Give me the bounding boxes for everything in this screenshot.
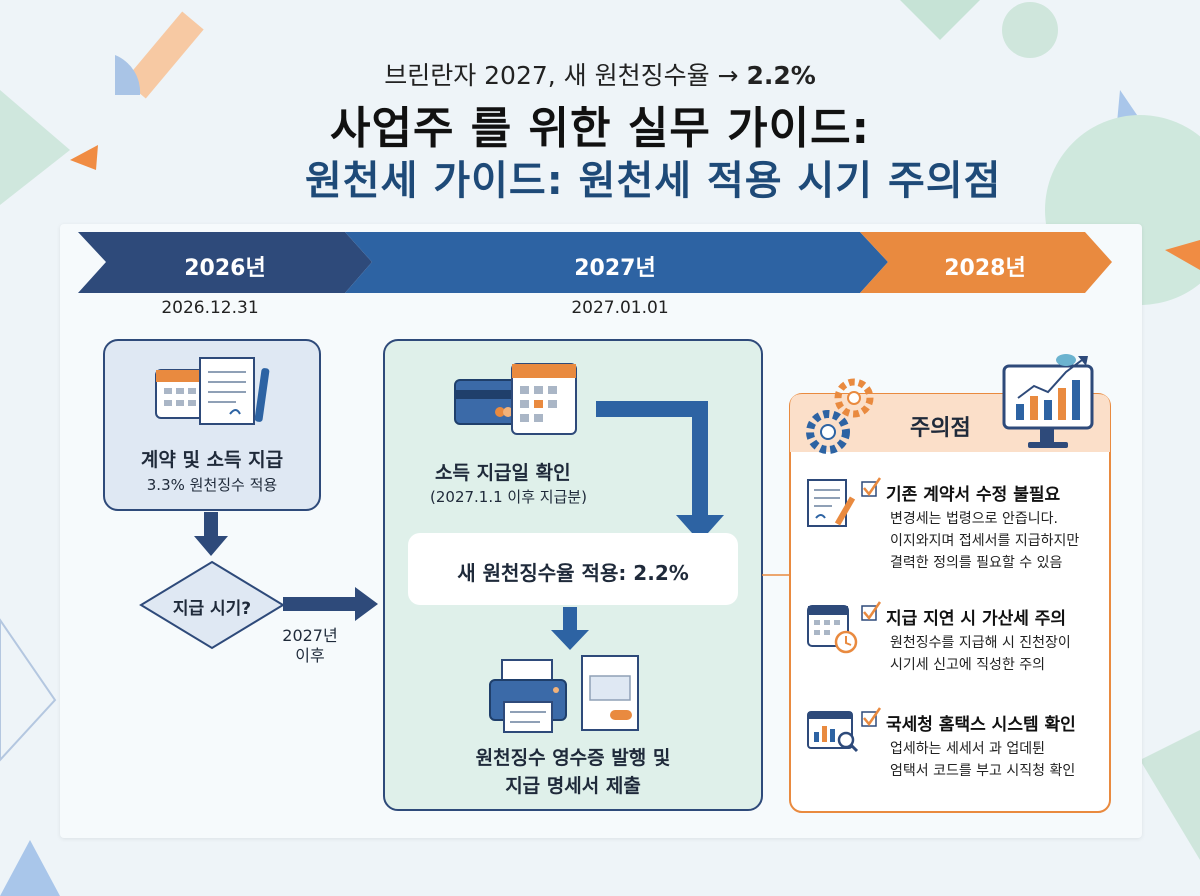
- gears-icon: [806, 378, 874, 454]
- arrow-down2-stem: [563, 607, 577, 633]
- subtitle-text: 브린란자 2027, 새 원천징수율 →: [384, 61, 747, 90]
- bg-blue-quarter: [115, 55, 141, 95]
- date-2026: 2026.12.31: [161, 298, 259, 318]
- title-line-2: 원천세 가이드: 원천세 적용 시기 주의점: [305, 158, 1002, 204]
- after-label-2: 이후: [295, 646, 325, 665]
- decision-diamond: [139, 560, 285, 650]
- bg-mint-bottom-right: [1140, 730, 1200, 860]
- contract-sub: 3.3% 원천징수 적용: [146, 476, 278, 494]
- step3-line2: 지급 명세서 제출: [505, 775, 641, 797]
- contract-title: 계약 및 소득 지급: [140, 449, 284, 471]
- timeline-arrow-2026: [78, 232, 372, 293]
- note-3-line-2: 엄택서 코드를 부고 시직청 확인: [890, 763, 1076, 779]
- timeline-arrow-2027: [345, 232, 888, 293]
- timeline-arrow-2028: [860, 232, 1112, 293]
- calendar-document-pen-icon: [155, 357, 270, 425]
- bg-blue-bottom-left: [0, 840, 60, 896]
- caution-header: 주의점: [910, 416, 971, 441]
- note-2-title: 지급 지연 시 가산세 주의: [886, 609, 1067, 629]
- bg-mint-top: [900, 0, 980, 40]
- date-2027: 2027.01.01: [571, 298, 669, 318]
- year-2026-label: 2026년: [184, 256, 266, 281]
- after-label-1: 2027년: [282, 626, 338, 645]
- bg-mint-triangle: [0, 90, 70, 205]
- arrow-right-stem: [283, 597, 357, 611]
- note-1-line-3: 결력한 정의를 필요할 수 있음: [890, 555, 1063, 571]
- note-1-body: 변경세는 법령으로 안즙니다. 이지와지며 접세서를 지급하지만 결력한 정의를…: [890, 508, 1079, 574]
- step3-line1: 원천징수 영수증 발행 및: [475, 747, 671, 769]
- note-1-title: 기존 계약서 수정 불필요: [886, 485, 1061, 505]
- note-3-body: 업세하는 세세서 과 업데튄 엄택서 코드를 부고 시직청 확인: [890, 738, 1075, 782]
- note-2-line-1: 원천징수를 지급해 시 진천장이: [890, 635, 1071, 651]
- arrow-down2-head: [551, 630, 589, 650]
- monitor-chart-icon: [1002, 354, 1094, 448]
- bent-arrow-head: [676, 515, 724, 542]
- system-search-icon: [807, 711, 859, 753]
- printer-document-icon: [489, 655, 639, 733]
- bg-orange-small-triangle: [70, 145, 98, 170]
- year-2027-label: 2027년: [574, 256, 656, 281]
- step1-title: 소득 지급일 확인: [435, 462, 571, 484]
- note-3-line-1: 업세하는 세세서 과 업데튄: [890, 741, 1046, 757]
- arrow-down-stem: [204, 512, 218, 538]
- step2-rate: 새 원천징수율 적용: 2.2%: [457, 561, 689, 585]
- calendar-clock-icon: [807, 605, 858, 654]
- card-calendar-icon: [454, 363, 577, 435]
- rate-box: [408, 533, 738, 605]
- step1-sub: (2027.1.1 이후 지급분): [430, 488, 588, 506]
- bg-orange-right-triangle: [1165, 240, 1200, 270]
- note-2-body: 원천징수를 지급해 시 진천장이 시기세 신고에 직성한 주의: [890, 632, 1071, 676]
- check-icon: [861, 601, 882, 621]
- note-2-line-2: 시기세 신고에 직성한 주의: [890, 657, 1046, 673]
- note-1-line-1: 변경세는 법령으로 안즙니다.: [890, 511, 1058, 527]
- arrow-down-head: [194, 536, 228, 556]
- year-2028-label: 2028년: [944, 256, 1026, 281]
- bg-orange-bar: [124, 11, 204, 99]
- arrow-right-head: [355, 587, 378, 621]
- subtitle: 브린란자 2027, 새 원천징수율 → 2.2%: [0, 56, 1200, 92]
- title-line-1: 사업주 를 위한 실무 가이드:: [330, 103, 871, 154]
- contract-note-icon: [807, 479, 856, 527]
- check-icon: [861, 707, 882, 727]
- note-3-title: 국세청 홈택스 시스템 확인: [886, 715, 1076, 735]
- subtitle-rate: 2.2%: [746, 61, 816, 90]
- bg-mint-circle: [1002, 2, 1058, 58]
- note-1-line-2: 이지와지며 접세서를 지급하지만: [890, 533, 1080, 549]
- decision-label: 지급 시기?: [172, 599, 252, 619]
- bent-arrow-stem: [596, 401, 708, 520]
- bg-outline-triangle: [0, 618, 57, 762]
- check-icon: [861, 477, 882, 497]
